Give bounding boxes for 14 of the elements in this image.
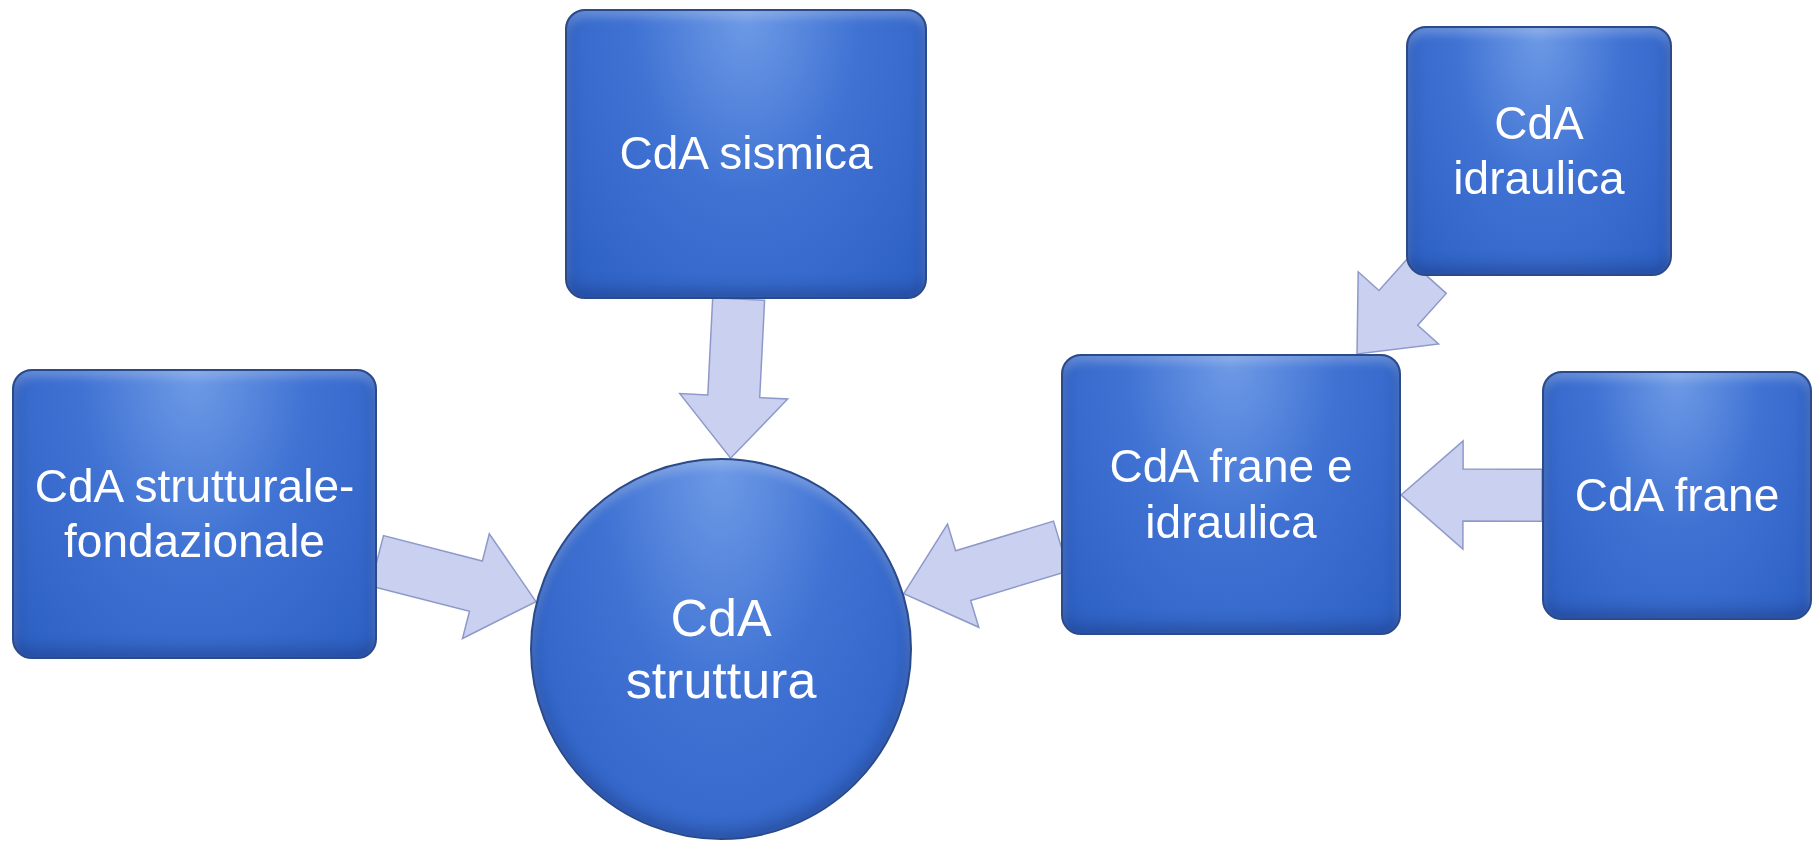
node-label: CdA idraulica [1452, 95, 1626, 206]
process-box [1542, 371, 1812, 620]
process-box [1406, 26, 1672, 276]
node-label: CdA struttura [624, 587, 818, 711]
node-label: CdA strutturale-fondazionale [33, 458, 356, 569]
node-label: CdA frane [1574, 467, 1780, 523]
node-label: CdA frane e idraulica [1108, 439, 1354, 550]
block-arrow [678, 296, 790, 460]
process-box [1061, 354, 1401, 635]
node-label: CdA sismica [619, 126, 873, 182]
process-box [565, 9, 927, 299]
process-box [12, 369, 377, 659]
block-arrow [1399, 439, 1543, 551]
block-arrow [1356, 257, 1448, 355]
